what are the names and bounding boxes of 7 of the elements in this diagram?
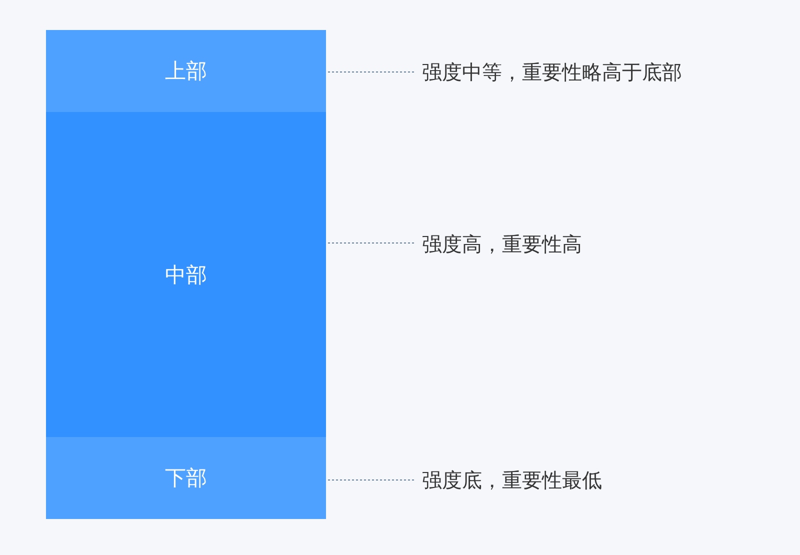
section-band: 上部 bbox=[46, 30, 326, 112]
section-band: 中部 bbox=[46, 112, 326, 437]
note-text: 强度中等，重要性略高于底部 bbox=[422, 58, 682, 86]
dotted-connector bbox=[328, 242, 414, 244]
note-text: 强度底，重要性最低 bbox=[422, 466, 602, 494]
note-text: 强度高，重要性高 bbox=[422, 230, 582, 258]
section-band: 下部 bbox=[46, 437, 326, 519]
